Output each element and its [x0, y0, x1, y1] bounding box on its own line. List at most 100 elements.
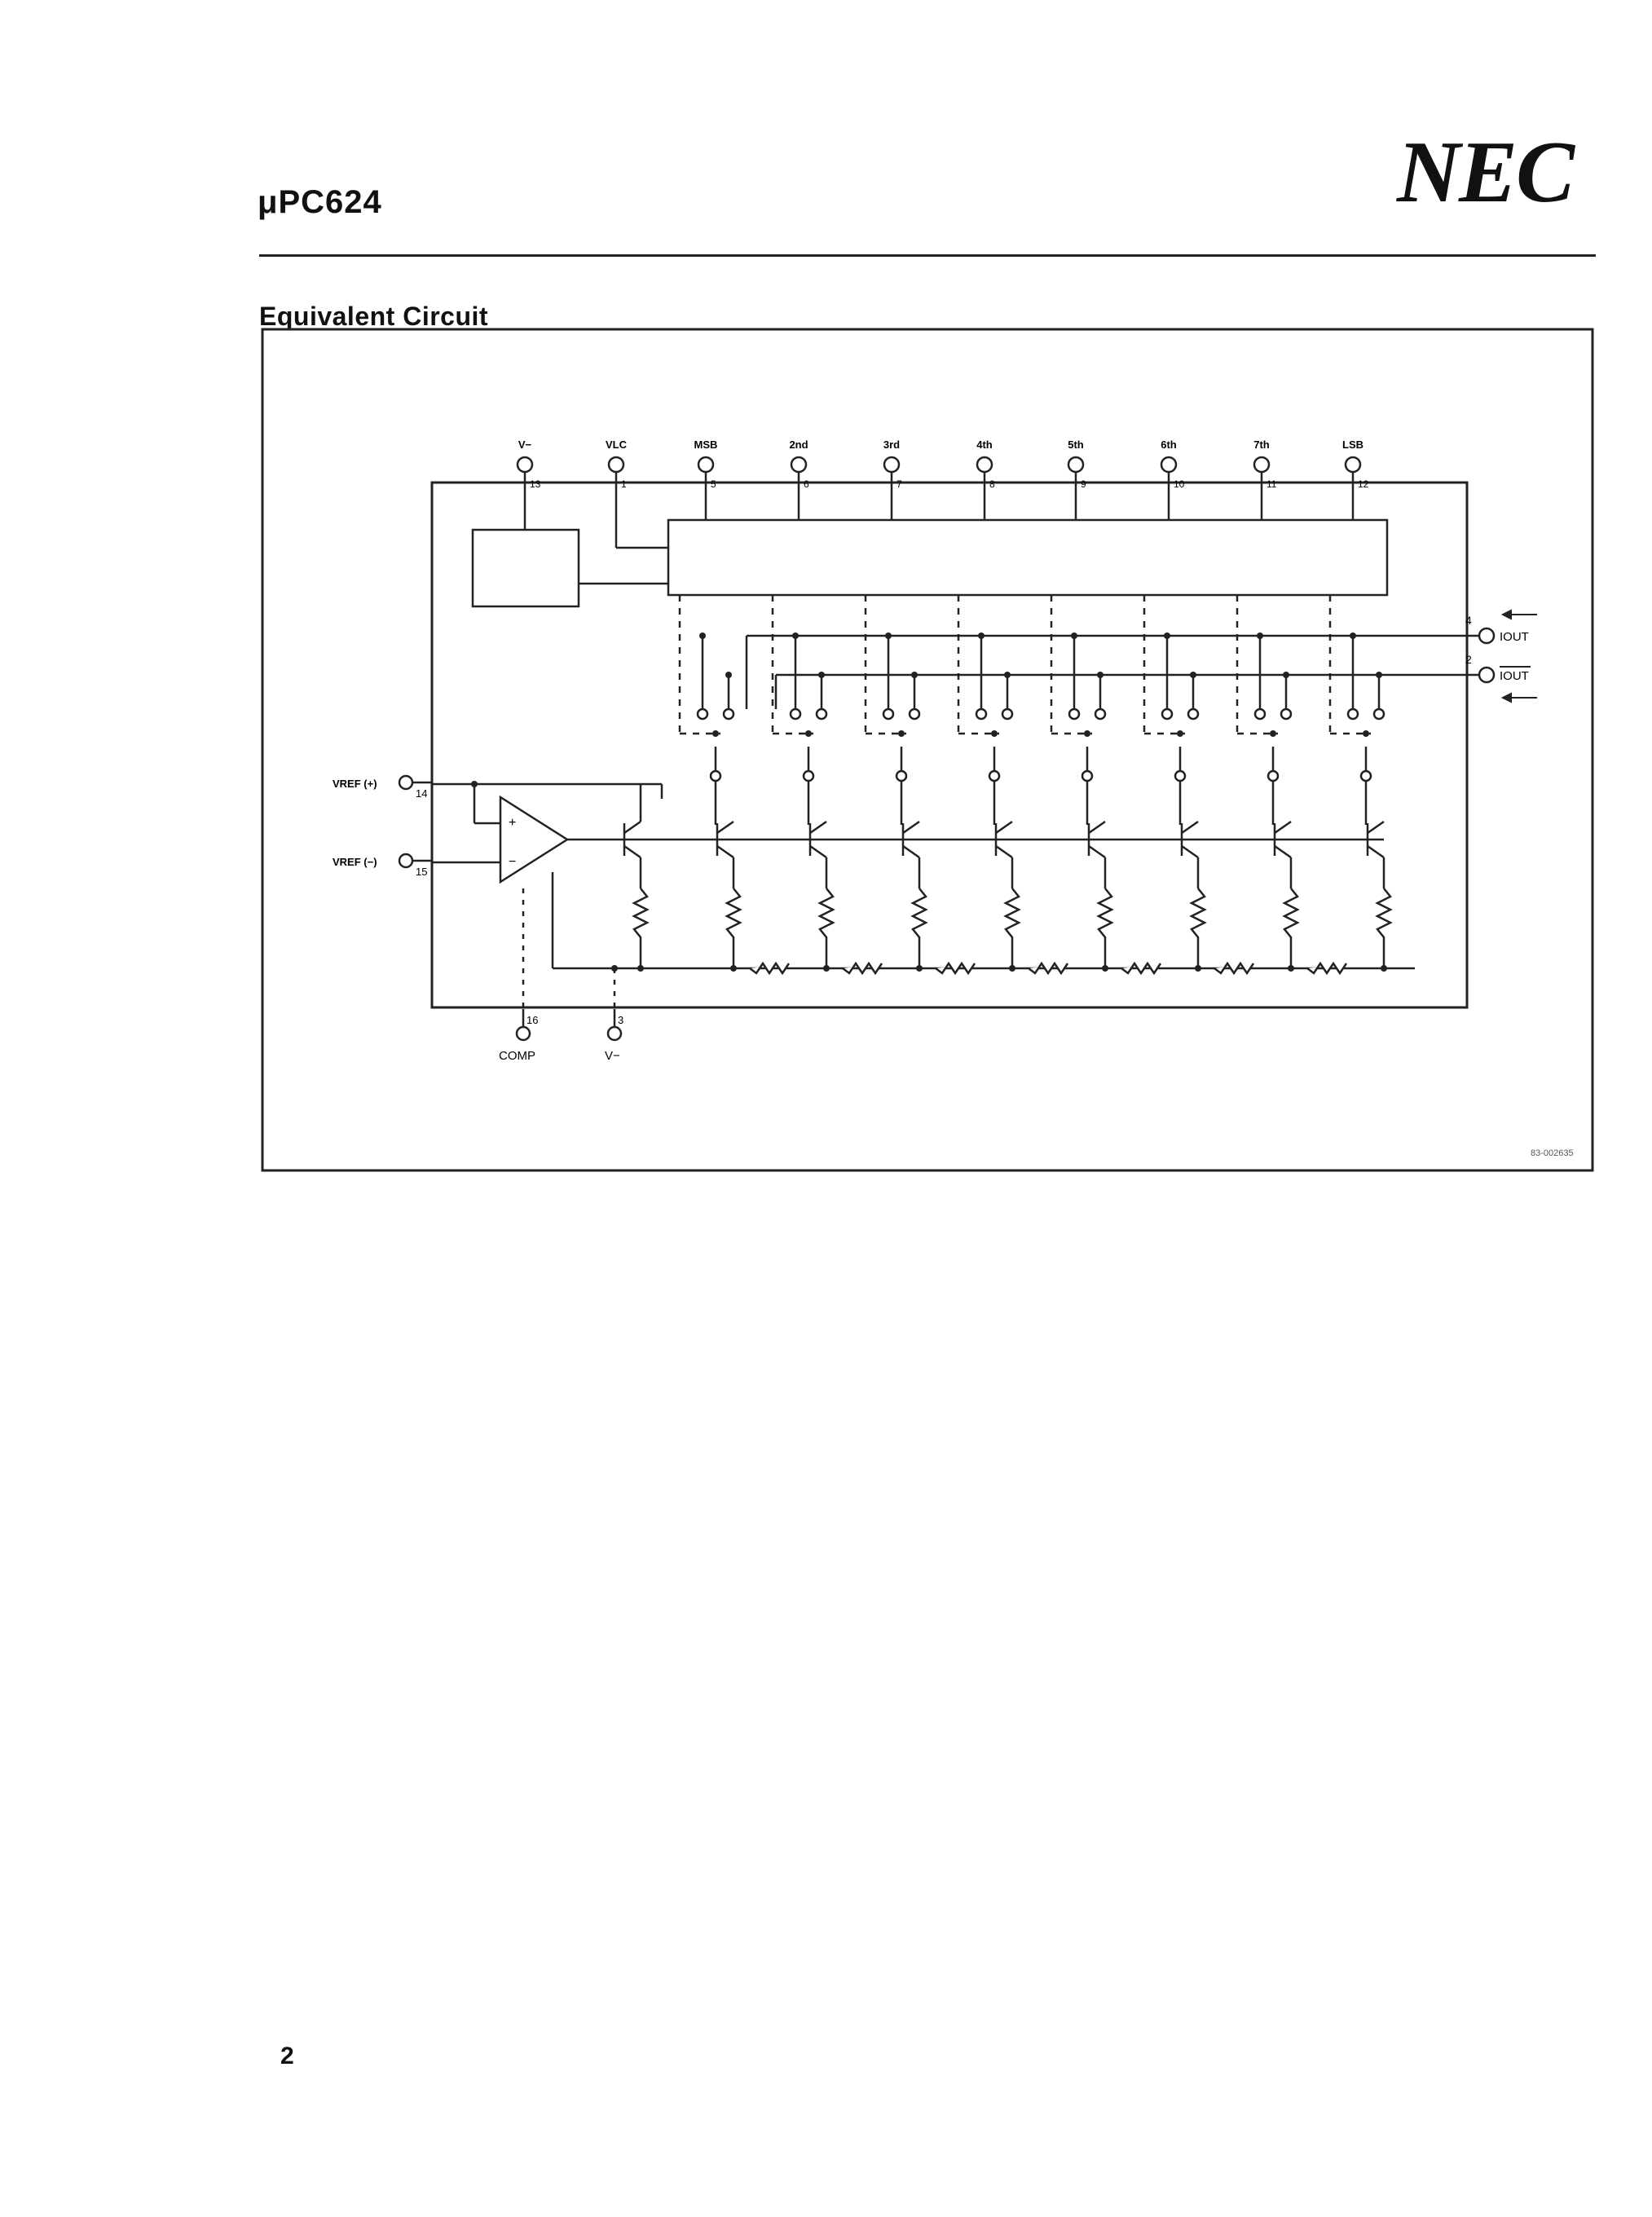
transistor-emitter [809, 844, 827, 859]
figure-code: 83-002635 [1531, 1148, 1574, 1158]
junction-dot [805, 730, 812, 737]
switch-pivot [709, 769, 722, 782]
top-pin-label: LSB [1342, 439, 1363, 451]
ladder-resistor [935, 961, 976, 976]
pin-iout-number: 4 [1465, 614, 1472, 627]
top-pin-number: 11 [1267, 478, 1277, 490]
top-pin-circle [607, 456, 625, 474]
part-number: μPC624 [258, 184, 382, 220]
switch-contact [1280, 707, 1293, 721]
switch-contact [1372, 707, 1385, 721]
top-pin-label: 5th [1068, 439, 1084, 451]
switch-contact [1187, 707, 1200, 721]
ladder-resistor [1306, 961, 1348, 976]
emitter-resistor [817, 888, 835, 968]
pin-iout-bar-label: IOUT [1500, 669, 1529, 683]
transistor-collector [1088, 820, 1106, 835]
emitter-resistor [632, 888, 650, 968]
switch-contact [722, 707, 735, 721]
transistor-collector [1367, 820, 1385, 835]
top-pin-circle [1253, 456, 1271, 474]
top-pin-circle [1067, 456, 1085, 474]
top-pin-label: 6th [1161, 439, 1177, 451]
pin-iout-label: IOUT [1500, 630, 1529, 644]
transistor-collector [716, 820, 734, 835]
transistor-collector [1274, 820, 1292, 835]
junction-dot [978, 632, 985, 639]
transistor-collector [809, 820, 827, 835]
ladder-resistor [1028, 961, 1069, 976]
switch-contact [908, 707, 921, 721]
transistor-emitter [995, 844, 1013, 859]
emitter-resistor [1096, 888, 1114, 968]
vminus-bottom-label: V− [605, 1049, 620, 1063]
switch-contact [1001, 707, 1014, 721]
transistor-emitter [1367, 844, 1385, 859]
top-pin-label: 4th [976, 439, 993, 451]
switch-contact [789, 707, 802, 721]
equivalent-circuit-diagram: V−13VLC1MSB52nd63rd74th85th96th107th11LS… [261, 328, 1594, 1172]
junction-dot [1084, 730, 1090, 737]
transistor-collector [902, 820, 920, 835]
transistor-emitter [1274, 844, 1292, 859]
switch-contact [1346, 707, 1359, 721]
switch-pivot [1081, 769, 1094, 782]
top-pin-circle [1160, 456, 1178, 474]
ladder-resistor [1121, 961, 1162, 976]
switch-contact [882, 707, 895, 721]
junction-dot [1004, 672, 1011, 678]
switch-contact [1068, 707, 1081, 721]
pin-iout-circle [1478, 627, 1496, 645]
comp-label: COMP [499, 1049, 535, 1063]
top-pin-circle [883, 456, 901, 474]
junction-dot [1009, 965, 1015, 972]
transistor-collector [995, 820, 1013, 835]
top-pin-number: 13 [530, 478, 541, 490]
switch-pivot [802, 769, 815, 782]
vminus-bottom-pin-number: 3 [618, 1014, 623, 1026]
junction-dot [1288, 965, 1294, 972]
header-divider [259, 254, 1596, 257]
top-pin-number: 1 [621, 478, 627, 490]
ladder-resistor [749, 961, 791, 976]
comp-pin-number: 16 [526, 1014, 538, 1026]
junction-dot [699, 632, 706, 639]
amp-plus-sign: + [509, 816, 516, 830]
junction-dot [1195, 965, 1201, 972]
emitter-resistor [1189, 888, 1207, 968]
vref-minus-pin: 15 [416, 866, 427, 878]
bias-block [471, 528, 580, 608]
transistor-emitter [716, 844, 734, 859]
top-pin-label: MSB [694, 439, 718, 451]
top-pin-number: 10 [1174, 478, 1185, 490]
junction-dot [1350, 632, 1356, 639]
top-pin-number: 8 [989, 478, 995, 490]
junction-dot [1283, 672, 1289, 678]
switch-contact [815, 707, 828, 721]
junction-dot [1102, 965, 1108, 972]
top-pin-circle [976, 456, 993, 474]
emitter-resistor [725, 888, 742, 968]
junction-dot [725, 672, 732, 678]
junction-dot [637, 965, 644, 972]
emitter-resistor [1003, 888, 1021, 968]
switch-pivot [1359, 769, 1372, 782]
ladder-resistor [842, 961, 883, 976]
junction-dot [1177, 730, 1183, 737]
junction-dot [1270, 730, 1276, 737]
top-pin-label: VLC [606, 439, 628, 451]
transistor-emitter [1088, 844, 1106, 859]
junction-dot [712, 730, 719, 737]
nec-logo: NEC [1397, 124, 1575, 221]
switch-contact [696, 707, 709, 721]
transistor-emitter [623, 844, 641, 859]
top-pin-label: V− [518, 439, 532, 451]
switch-pivot [1174, 769, 1187, 782]
junction-dot [823, 965, 830, 972]
junction-dot [1190, 672, 1196, 678]
figure-frame [261, 328, 1594, 1172]
junction-dot [792, 632, 799, 639]
emitter-resistor [1282, 888, 1300, 968]
junction-dot [1257, 632, 1263, 639]
junction-dot [1376, 672, 1382, 678]
